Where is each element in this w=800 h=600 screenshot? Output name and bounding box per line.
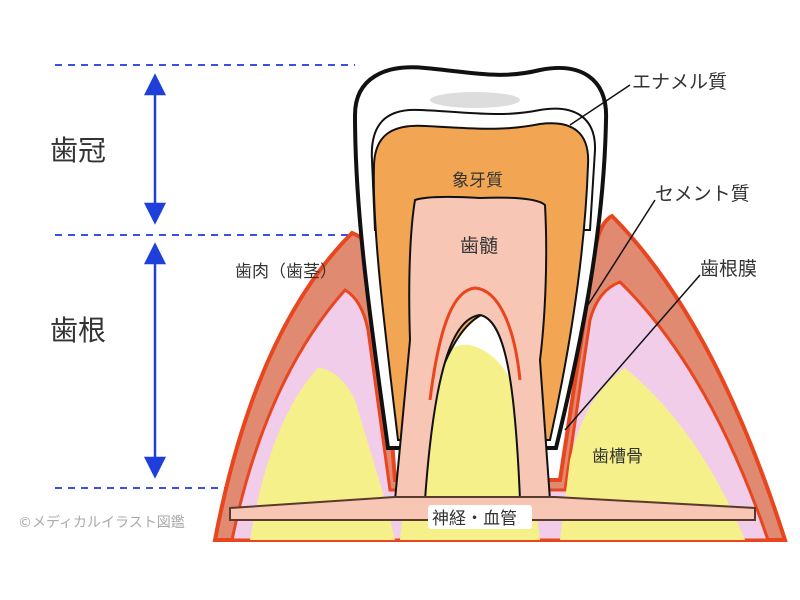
pulp-shape bbox=[393, 195, 552, 501]
label-nerve-vessels: 神経・血管 bbox=[432, 509, 517, 529]
alveolar-bone-right bbox=[560, 368, 745, 540]
watermark: ©メディカルイラスト図鑑 bbox=[18, 514, 185, 531]
label-periodontal-ligament: 歯根膜 bbox=[700, 258, 757, 280]
measure-arrows bbox=[143, 73, 167, 479]
pulp-horn-outline bbox=[428, 286, 522, 401]
label-cementum: セメント質 bbox=[655, 183, 750, 205]
label-crown: 歯冠 bbox=[50, 134, 106, 167]
label-alveolar-bone: 歯槽骨 bbox=[592, 447, 643, 467]
alveolar-bone-left bbox=[250, 368, 395, 540]
leader-lines bbox=[564, 84, 701, 431]
label-enamel: エナメル質 bbox=[632, 71, 727, 93]
label-pulp: 歯髄 bbox=[460, 235, 498, 257]
label-dentin: 象牙質 bbox=[452, 171, 503, 191]
label-root: 歯根 bbox=[50, 314, 106, 347]
label-gingiva: 歯肉（歯茎） bbox=[235, 262, 337, 282]
